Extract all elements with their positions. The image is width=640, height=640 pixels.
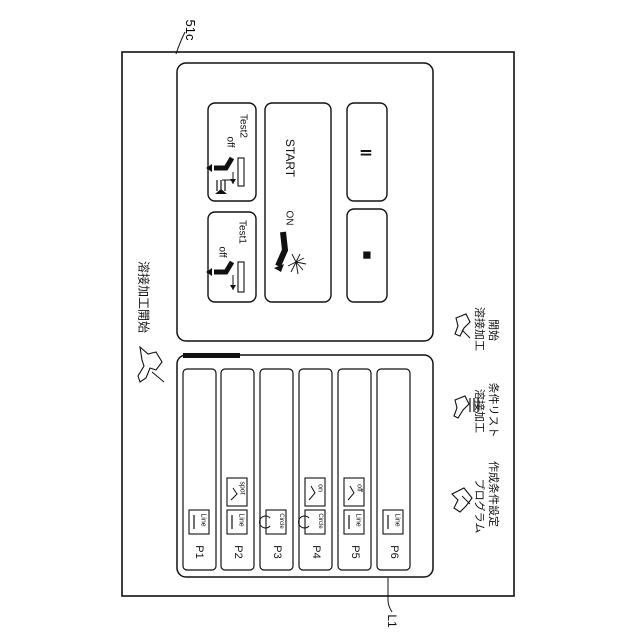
spot-step-icon — [227, 478, 247, 506]
pause-button[interactable] — [347, 103, 387, 201]
weld-start-nav-icon[interactable] — [455, 314, 470, 338]
line-step-icon — [189, 510, 209, 534]
list-scroll-indicator[interactable] — [183, 353, 240, 358]
program-row[interactable] — [338, 369, 371, 570]
circle-step-icon — [266, 510, 286, 534]
test2-button[interactable] — [206, 103, 256, 201]
condition-list-nav-icon[interactable] — [454, 396, 478, 418]
line-step-icon — [383, 510, 403, 534]
program-create-nav-icon[interactable] — [452, 488, 472, 512]
line-step-icon — [227, 510, 247, 534]
welding-torch-icon — [138, 347, 164, 382]
test1-button[interactable] — [206, 212, 256, 302]
program-row[interactable] — [221, 369, 254, 570]
stop-button[interactable] — [347, 209, 387, 302]
program-row[interactable] — [260, 369, 293, 570]
ref-label-51c: 51c — [183, 20, 198, 41]
list-leader-l1 — [388, 578, 392, 612]
start-button[interactable] — [265, 103, 331, 302]
program-row[interactable] — [377, 369, 410, 570]
program-row[interactable] — [183, 369, 216, 570]
program-row[interactable] — [299, 369, 332, 570]
circle-step-icon — [305, 510, 325, 534]
line-step-icon — [344, 510, 364, 534]
